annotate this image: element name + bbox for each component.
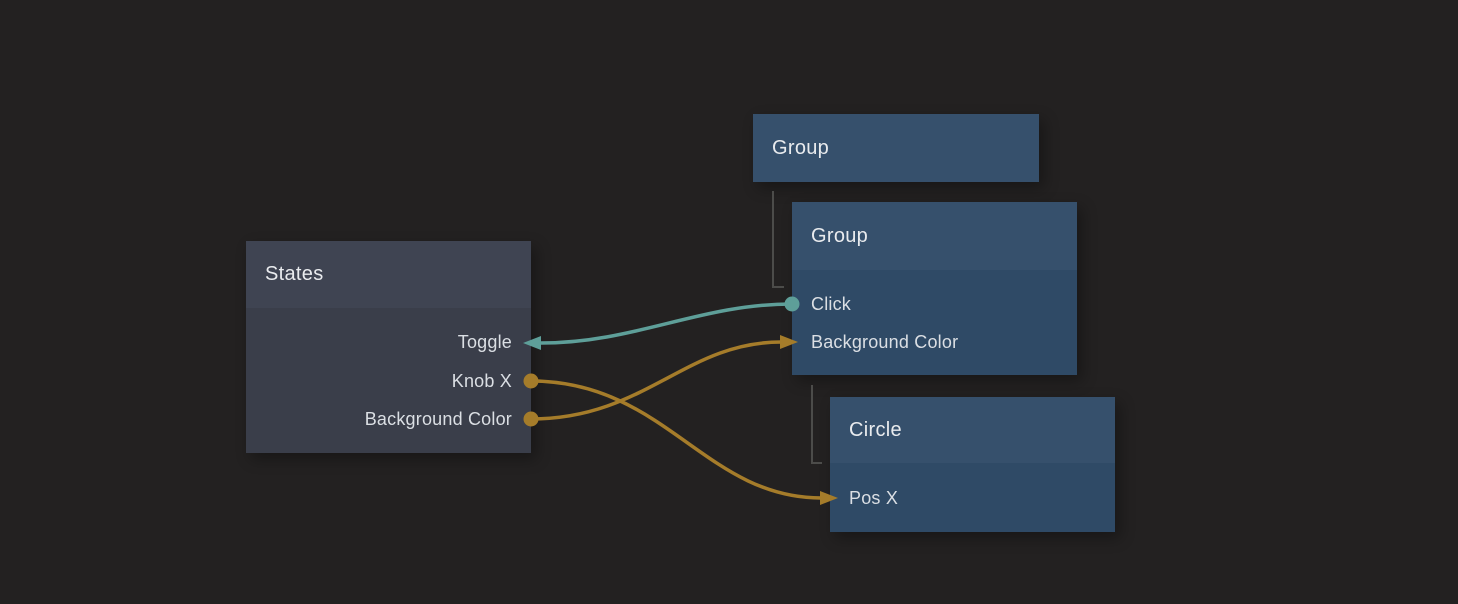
node-group-1-title: Group [772,136,830,159]
hierarchy-connector-group-2-to-circle [811,385,822,464]
port-states-knob-x[interactable]: Knob X [246,368,531,394]
node-circle-body: Pos X [830,463,1115,532]
edge-background-color-to-background-color [523,335,798,427]
edge-wire-click-to-toggle[interactable] [540,302,793,345]
node-states-header[interactable]: States [246,241,531,308]
port-group-2-background-color-label: Background Color [811,332,959,352]
port-group-2-background-color[interactable]: Background Color [792,329,1077,355]
edge-wire-knob-x-to-pos-x[interactable] [530,379,822,500]
edge-wire-background-color-to-background-color[interactable] [530,340,782,421]
port-circle-pos-x[interactable]: Pos X [830,485,1115,511]
edge-knob-x-to-pos-x [523,373,838,505]
port-states-toggle[interactable]: Toggle [246,329,531,355]
port-group-2-click[interactable]: Click [792,291,1077,317]
node-circle-header[interactable]: Circle [830,397,1115,463]
node-group-2-title: Group [811,224,869,247]
node-group-1-header[interactable]: Group [753,114,1039,182]
node-group-1[interactable]: Group [753,114,1039,182]
node-group-2-header[interactable]: Group [792,202,1077,270]
node-states-title: States [265,263,324,285]
port-states-knob-x-label: Knob X [451,371,512,391]
port-group-2-click-label: Click [811,294,851,314]
port-states-background-color[interactable]: Background Color [246,406,531,432]
port-states-background-color-label: Background Color [364,409,512,429]
port-circle-pos-x-label: Pos X [849,488,899,508]
node-circle-title: Circle [849,418,902,441]
hierarchy-connector-group-1-to-group-2 [772,191,784,288]
port-states-toggle-label: Toggle [457,332,512,352]
